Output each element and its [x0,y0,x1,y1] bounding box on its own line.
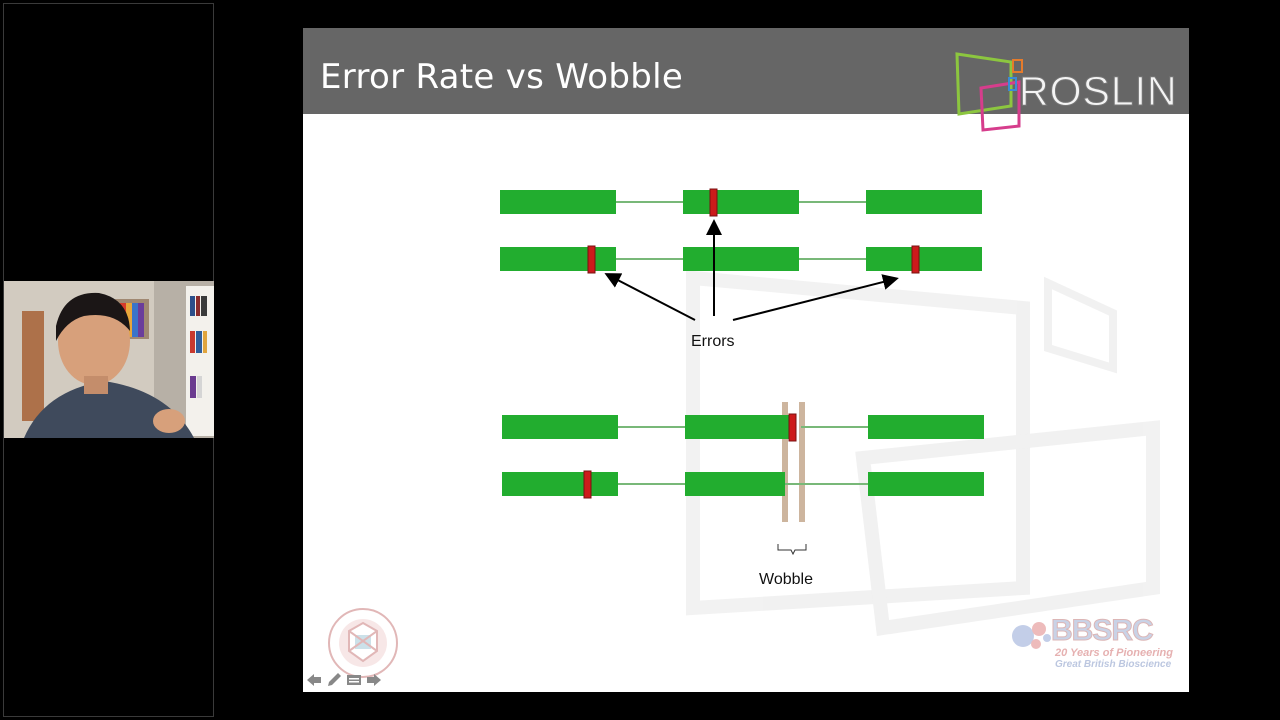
bbsrc-logo-text: BBSRC [1051,614,1155,648]
slide-menu-icon[interactable] [345,671,363,689]
slideshow-controls [305,671,385,691]
university-of-edinburgh-logo-icon [328,608,398,678]
next-slide-icon[interactable] [365,671,383,689]
bbsrc-tagline-2: Great British Bioscience [1055,659,1172,670]
wobble-bands [782,402,805,522]
wobble-brace [777,544,807,556]
slide-title: Error Rate vs Wobble [320,57,684,97]
transcript-row-4 [502,470,984,499]
presentation-slide: Error Rate vs Wobble ROSLIN [303,28,1189,692]
pen-icon[interactable] [325,671,343,689]
roslin-logo-icon [955,52,1023,132]
prev-slide-icon[interactable] [305,671,323,689]
bbsrc-tagline: 20 Years of Pioneering [1055,647,1173,659]
transcript-row-1 [500,188,982,217]
transcript-row-3 [502,413,984,442]
error-arrows [604,219,899,321]
bbsrc-globe-icon [1012,622,1051,649]
roslin-logo-text: ROSLIN [1019,68,1178,115]
errors-label: Errors [691,333,735,350]
presenter-video [4,281,214,438]
slide-header: Error Rate vs Wobble [303,28,1189,114]
transcript-row-2 [500,245,982,274]
exon-diagram [500,188,1160,636]
wobble-label: Wobble [759,571,813,588]
